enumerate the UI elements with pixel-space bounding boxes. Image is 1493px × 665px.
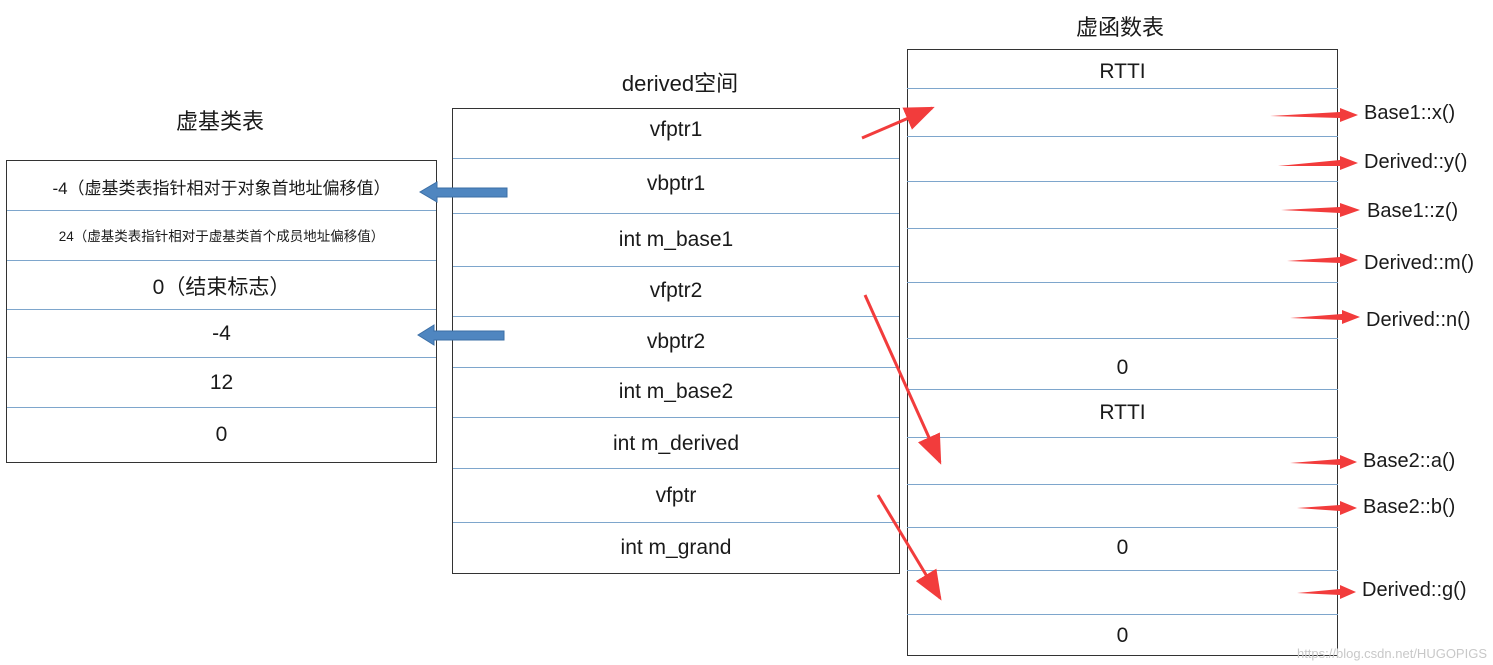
vftable-rtti-2: RTTI: [1099, 401, 1146, 424]
derived-box: vfptr1 vbptr1 int m_base1 vfptr2 vbptr2 …: [452, 108, 900, 574]
derived-row-vfptr1: vfptr1: [649, 118, 703, 141]
row-divider: [907, 228, 1338, 229]
row-divider: [907, 389, 1338, 390]
row-divider: [453, 522, 899, 523]
row-divider: [907, 570, 1338, 571]
row-divider: [907, 338, 1338, 339]
function-label-base2-a: Base2::a(): [1363, 450, 1456, 472]
derived-row-m-derived: int m_derived: [612, 432, 740, 455]
row-divider: [7, 260, 436, 261]
base2-a-arrow: [1290, 455, 1357, 469]
vftable-rtti-1: RTTI: [1099, 60, 1146, 83]
vbtable-title: 虚基类表: [175, 109, 264, 134]
vfptr-arrow: [876, 494, 942, 601]
vftable-title: 虚函数表: [1075, 15, 1164, 40]
derived-row-m-grand: int m_grand: [620, 536, 732, 559]
vbtable-row-2: 24（虚基类表指针相对于虚基类首个成员地址偏移值）: [58, 229, 385, 244]
base1-x-arrow: [1270, 108, 1358, 122]
derived-row-vfptr: vfptr: [655, 484, 697, 507]
derived-row-m-base1: int m_base1: [618, 228, 734, 251]
vbptr1-arrow: [419, 181, 508, 203]
vbtable-row-3: 0（结束标志）: [152, 276, 291, 299]
row-divider: [453, 213, 899, 214]
vftable-terminator-2: 0: [1116, 536, 1129, 559]
row-divider: [7, 210, 436, 211]
vbtable-row-4: -4: [212, 322, 231, 345]
derived-row-vbptr2: vbptr2: [646, 330, 706, 353]
vfptr2-arrow: [863, 294, 942, 465]
watermark: https://blog.csdn.net/HUGOPIGS: [1296, 646, 1487, 661]
row-divider: [907, 437, 1338, 438]
row-divider: [7, 309, 436, 310]
function-label-base1-x: Base1::x(): [1364, 102, 1456, 124]
row-divider: [7, 407, 436, 408]
derived-row-vfptr2: vfptr2: [649, 279, 703, 302]
vftable-terminator-1: 0: [1116, 356, 1129, 379]
function-label-base2-b: Base2::b(): [1363, 496, 1456, 518]
derived-title: derived空间: [621, 71, 739, 96]
base1-z-arrow: [1281, 203, 1360, 217]
row-divider: [453, 266, 899, 267]
row-divider: [907, 282, 1338, 283]
row-divider: [453, 417, 899, 418]
row-divider: [907, 88, 1338, 89]
row-divider: [453, 367, 899, 368]
row-divider: [907, 136, 1338, 137]
derived-g-arrow: [1297, 585, 1356, 599]
row-divider: [453, 468, 899, 469]
base2-b-arrow: [1297, 501, 1357, 515]
derived-row-vbptr1: vbptr1: [646, 172, 706, 195]
function-label-derived-y: Derived::y(): [1364, 151, 1468, 173]
vbtable-row-1: -4（虚基类表指针相对于对象首地址偏移值）: [52, 178, 391, 198]
vbtable-row-5: 12: [209, 371, 234, 394]
row-divider: [907, 181, 1338, 182]
vbtable-row-6: 0: [215, 423, 228, 446]
row-divider: [7, 357, 436, 358]
derived-n-arrow: [1290, 310, 1360, 324]
vftable-box: RTTI 0 RTTI 0 0: [907, 49, 1338, 656]
vfptr1-arrow: [861, 106, 935, 140]
vbtable-box: -4（虚基类表指针相对于对象首地址偏移值） 24（虚基类表指针相对于虚基类首个成…: [6, 160, 437, 463]
function-label-base1-z: Base1::z(): [1367, 200, 1459, 222]
vbptr2-arrow: [417, 324, 505, 346]
function-label-derived-m: Derived::m(): [1364, 252, 1475, 274]
row-divider: [453, 316, 899, 317]
derived-row-m-base2: int m_base2: [618, 380, 734, 403]
row-divider: [453, 158, 899, 159]
row-divider: [907, 527, 1338, 528]
row-divider: [907, 614, 1338, 615]
function-label-derived-n: Derived::n(): [1366, 309, 1471, 331]
function-label-derived-g: Derived::g(): [1362, 579, 1467, 601]
derived-m-arrow: [1287, 253, 1358, 267]
derived-y-arrow: [1278, 156, 1358, 170]
row-divider: [907, 484, 1338, 485]
vftable-terminator-3: 0: [1116, 624, 1129, 647]
